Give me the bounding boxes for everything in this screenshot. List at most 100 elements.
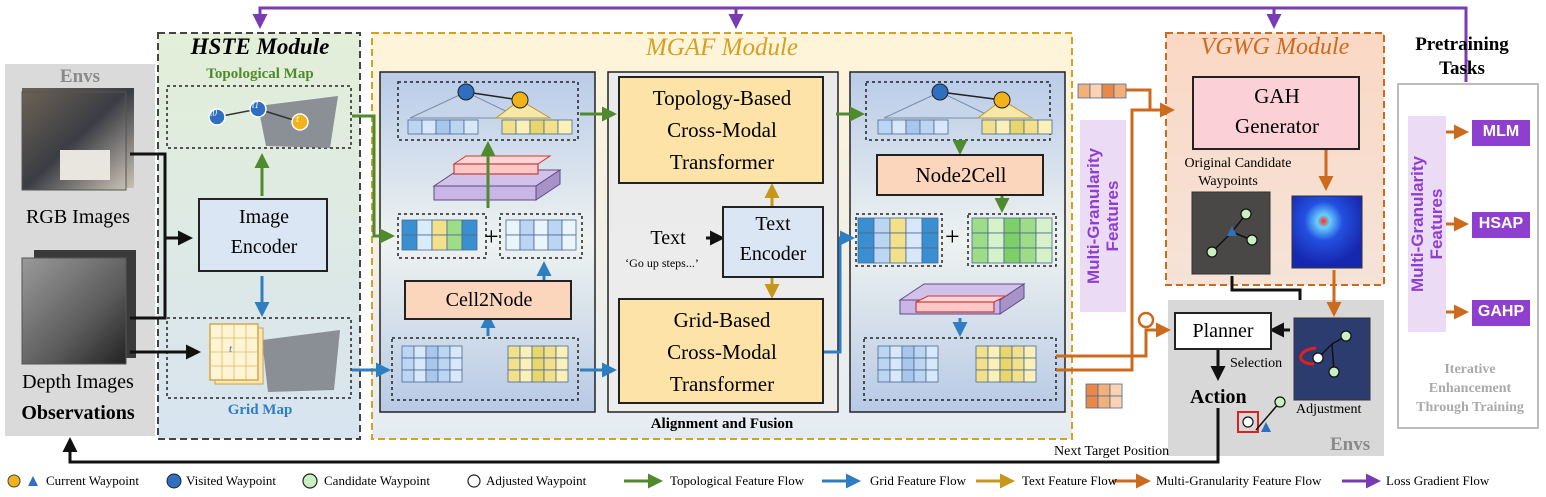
text-input-label: Text xyxy=(650,227,686,249)
feature-cell xyxy=(555,345,569,359)
mgf-label-line2: Features xyxy=(1103,180,1122,252)
pretraining-title-line1: Pretraining xyxy=(1415,34,1509,55)
feature-cell xyxy=(413,369,427,383)
gah-generator-box: GAH Generator xyxy=(1192,76,1360,150)
feature-cell xyxy=(857,232,875,249)
text-example: ‘Go up steps...’ xyxy=(625,256,699,270)
iterative-line2: Enhancement xyxy=(1428,381,1512,396)
node2cell-label: Node2Cell xyxy=(915,163,1007,187)
feature-cell xyxy=(905,217,923,234)
feature-cell xyxy=(987,232,1005,249)
feature-cell xyxy=(446,219,463,236)
feature-cell xyxy=(407,119,423,135)
feature-cell xyxy=(905,247,923,264)
feature-cell xyxy=(981,119,997,135)
task-gahp-box: GAHP xyxy=(1472,300,1530,326)
feature-cell xyxy=(519,357,533,371)
output-token xyxy=(1089,83,1103,99)
grid-map-photo xyxy=(262,330,340,392)
feature-cell xyxy=(543,119,559,135)
feature-cell xyxy=(901,369,915,383)
plus-sign-left: + xyxy=(484,222,499,251)
legend-loss-flow: Loss Gradient Flow xyxy=(1386,473,1490,488)
feature-cell xyxy=(857,217,875,234)
pretraining-mgf-line2: Features xyxy=(1427,188,1446,260)
feature-cell xyxy=(987,345,1001,359)
feature-cell xyxy=(416,234,433,251)
feature-cell xyxy=(1019,232,1037,249)
envs-left-title: Envs xyxy=(59,66,101,87)
adjustment-photo xyxy=(1293,317,1371,401)
feature-cell xyxy=(1009,119,1025,135)
original-candidate-line1: Original Candidate xyxy=(1184,156,1292,171)
feature-cell xyxy=(921,232,939,249)
legend-topo-flow: Topological Feature Flow xyxy=(670,473,805,488)
output-token xyxy=(1113,83,1127,99)
feature-cell xyxy=(1037,119,1053,135)
feature-cell xyxy=(987,357,1001,371)
text-encoder-line1: Text xyxy=(755,213,791,235)
feature-cell xyxy=(507,345,521,359)
feature-cell xyxy=(921,247,939,264)
feature-cell xyxy=(877,357,891,371)
adjustment-label: Adjustment xyxy=(1296,402,1362,417)
feature-cell xyxy=(987,369,1001,383)
feature-cell xyxy=(999,369,1013,383)
rgb-images-label: RGB Images xyxy=(26,206,130,228)
feature-cell xyxy=(449,345,463,359)
feature-cell xyxy=(873,232,891,249)
feature-cell xyxy=(891,119,907,135)
cell2node-label: Cell2Node xyxy=(445,289,533,311)
topo-node-t1 xyxy=(249,100,267,118)
rgb-bed xyxy=(60,150,110,180)
node-t-label: t xyxy=(296,113,300,125)
feature-cell xyxy=(401,357,415,371)
iterative-line1: Iterative xyxy=(1444,362,1496,377)
grid-transformer-line1: Grid-Based xyxy=(673,308,771,332)
feature-cell xyxy=(877,369,891,383)
topo-transformer-line2: Cross-Modal xyxy=(667,118,777,142)
feature-cell xyxy=(1023,357,1037,371)
legend-current-waypoint: Current Waypoint xyxy=(46,473,139,488)
task-mlm-box: MLM xyxy=(1472,120,1530,146)
feature-cell xyxy=(515,119,531,135)
current-node-left xyxy=(511,91,529,109)
feature-cell xyxy=(413,345,427,359)
feature-cell xyxy=(507,357,521,371)
feature-cell xyxy=(561,234,577,251)
gah-generator-line1: GAH xyxy=(1254,84,1300,108)
feature-cell xyxy=(1023,369,1037,383)
feature-cell xyxy=(913,357,927,371)
feature-cell xyxy=(889,247,907,264)
grid-map-label: Grid Map xyxy=(227,402,293,418)
grid-transformer-box: Grid-Based Cross-Modal Transformer xyxy=(618,298,824,404)
feature-cell xyxy=(533,234,549,251)
feature-cell xyxy=(889,369,903,383)
feature-cell xyxy=(505,219,521,236)
feature-cell xyxy=(533,219,549,236)
feature-cell xyxy=(905,232,923,249)
task-mlm-label: MLM xyxy=(1482,123,1520,140)
feature-cell xyxy=(547,234,563,251)
feature-cell xyxy=(925,357,939,371)
feature-cell xyxy=(925,369,939,383)
current-node-right xyxy=(993,91,1011,109)
feature-cell xyxy=(1023,345,1037,359)
feature-cell xyxy=(401,345,415,359)
feature-cell xyxy=(505,234,521,251)
feature-cell xyxy=(501,119,517,135)
hste-title: HSTE Module xyxy=(190,34,330,59)
feature-cell xyxy=(1019,247,1037,264)
feature-cell xyxy=(1035,247,1053,264)
feature-cell xyxy=(507,369,521,383)
feature-cell xyxy=(921,217,939,234)
feature-cell xyxy=(889,217,907,234)
feature-cell xyxy=(1011,357,1025,371)
feature-cell xyxy=(446,234,463,251)
feature-cell xyxy=(1019,217,1037,234)
output-token xyxy=(1085,395,1099,409)
feature-cell xyxy=(889,345,903,359)
feature-cell xyxy=(435,119,451,135)
feature-cell xyxy=(543,357,557,371)
image-encoder-line2: Encoder xyxy=(230,236,298,258)
